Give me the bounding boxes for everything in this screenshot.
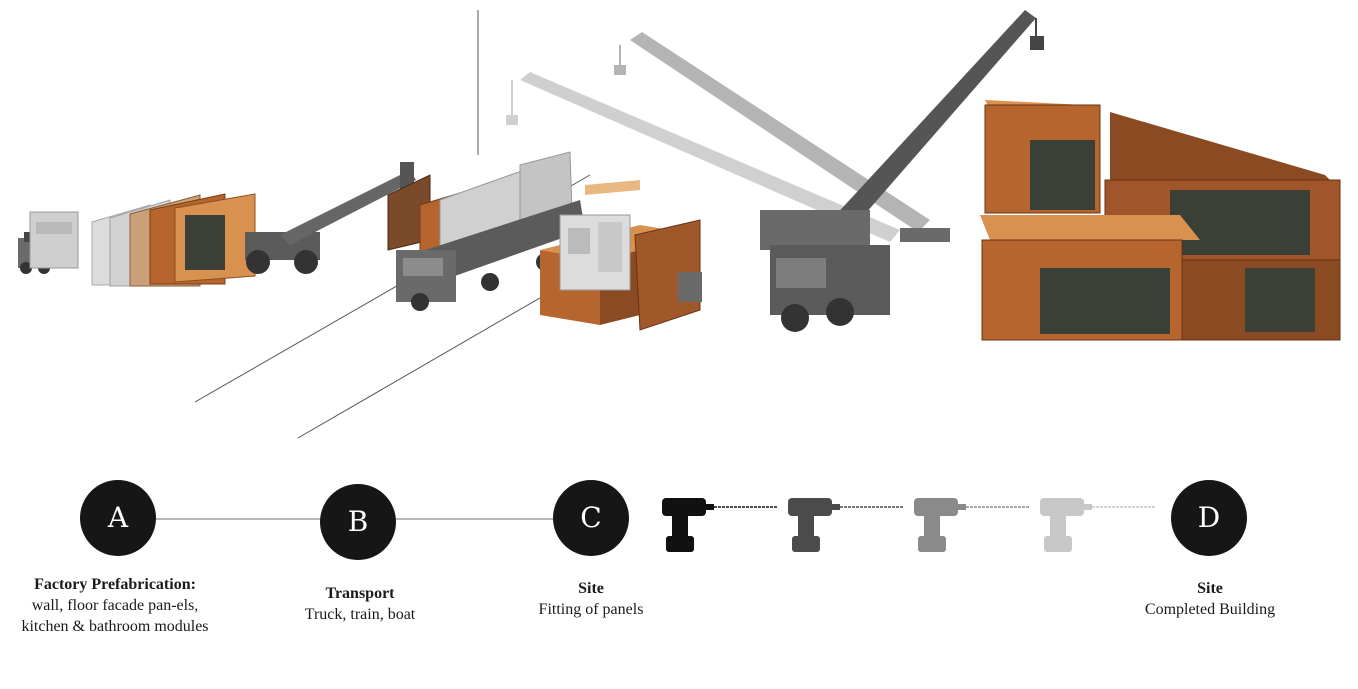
step-title-c: Site — [578, 580, 604, 597]
crane-ghost-icon — [506, 72, 900, 242]
connector-a-b — [156, 518, 324, 520]
step-title-b: Transport — [325, 585, 395, 602]
crane-ghost-icon — [614, 32, 930, 232]
step-subtitle-b: Truck, train, boat — [304, 606, 416, 623]
drill-icon — [1040, 498, 1156, 552]
connector-b-c — [396, 518, 556, 520]
prefab-panels-stack-icon — [91, 193, 256, 287]
telehandler-icon — [245, 162, 416, 274]
step-subtitle-c: Fitting of panels — [538, 601, 644, 618]
completed-building-icon — [980, 100, 1341, 341]
step-node-d: D — [1171, 480, 1247, 556]
kitchen-module-icon — [540, 180, 702, 331]
step-node-a: A — [80, 480, 156, 556]
step-title-d: Site — [1197, 580, 1223, 597]
drill-icon — [788, 498, 904, 552]
mobile-crane-icon — [760, 10, 1044, 332]
step-subtitle-a: wall, floor facade pan-els, kitchen & ba… — [21, 597, 209, 635]
factory-forklift-icon — [18, 211, 79, 274]
step-title-a: Factory Prefabrication: — [34, 576, 196, 593]
step-subtitle-d: Completed Building — [1144, 601, 1276, 618]
step-label-b: Transport Truck, train, boat — [270, 583, 450, 625]
construction-process-illustration — [18, 10, 1341, 439]
step-label-a: Factory Prefabrication: wall, floor faca… — [10, 574, 220, 637]
step-label-d: Site Completed Building — [1110, 578, 1310, 620]
drill-icon — [914, 498, 1030, 552]
transport-truck-icon — [387, 151, 585, 311]
step-node-c: C — [553, 480, 629, 556]
step-label-c: Site Fitting of panels — [500, 578, 682, 620]
step-node-b: B — [320, 484, 396, 560]
drill-icon — [662, 498, 778, 552]
